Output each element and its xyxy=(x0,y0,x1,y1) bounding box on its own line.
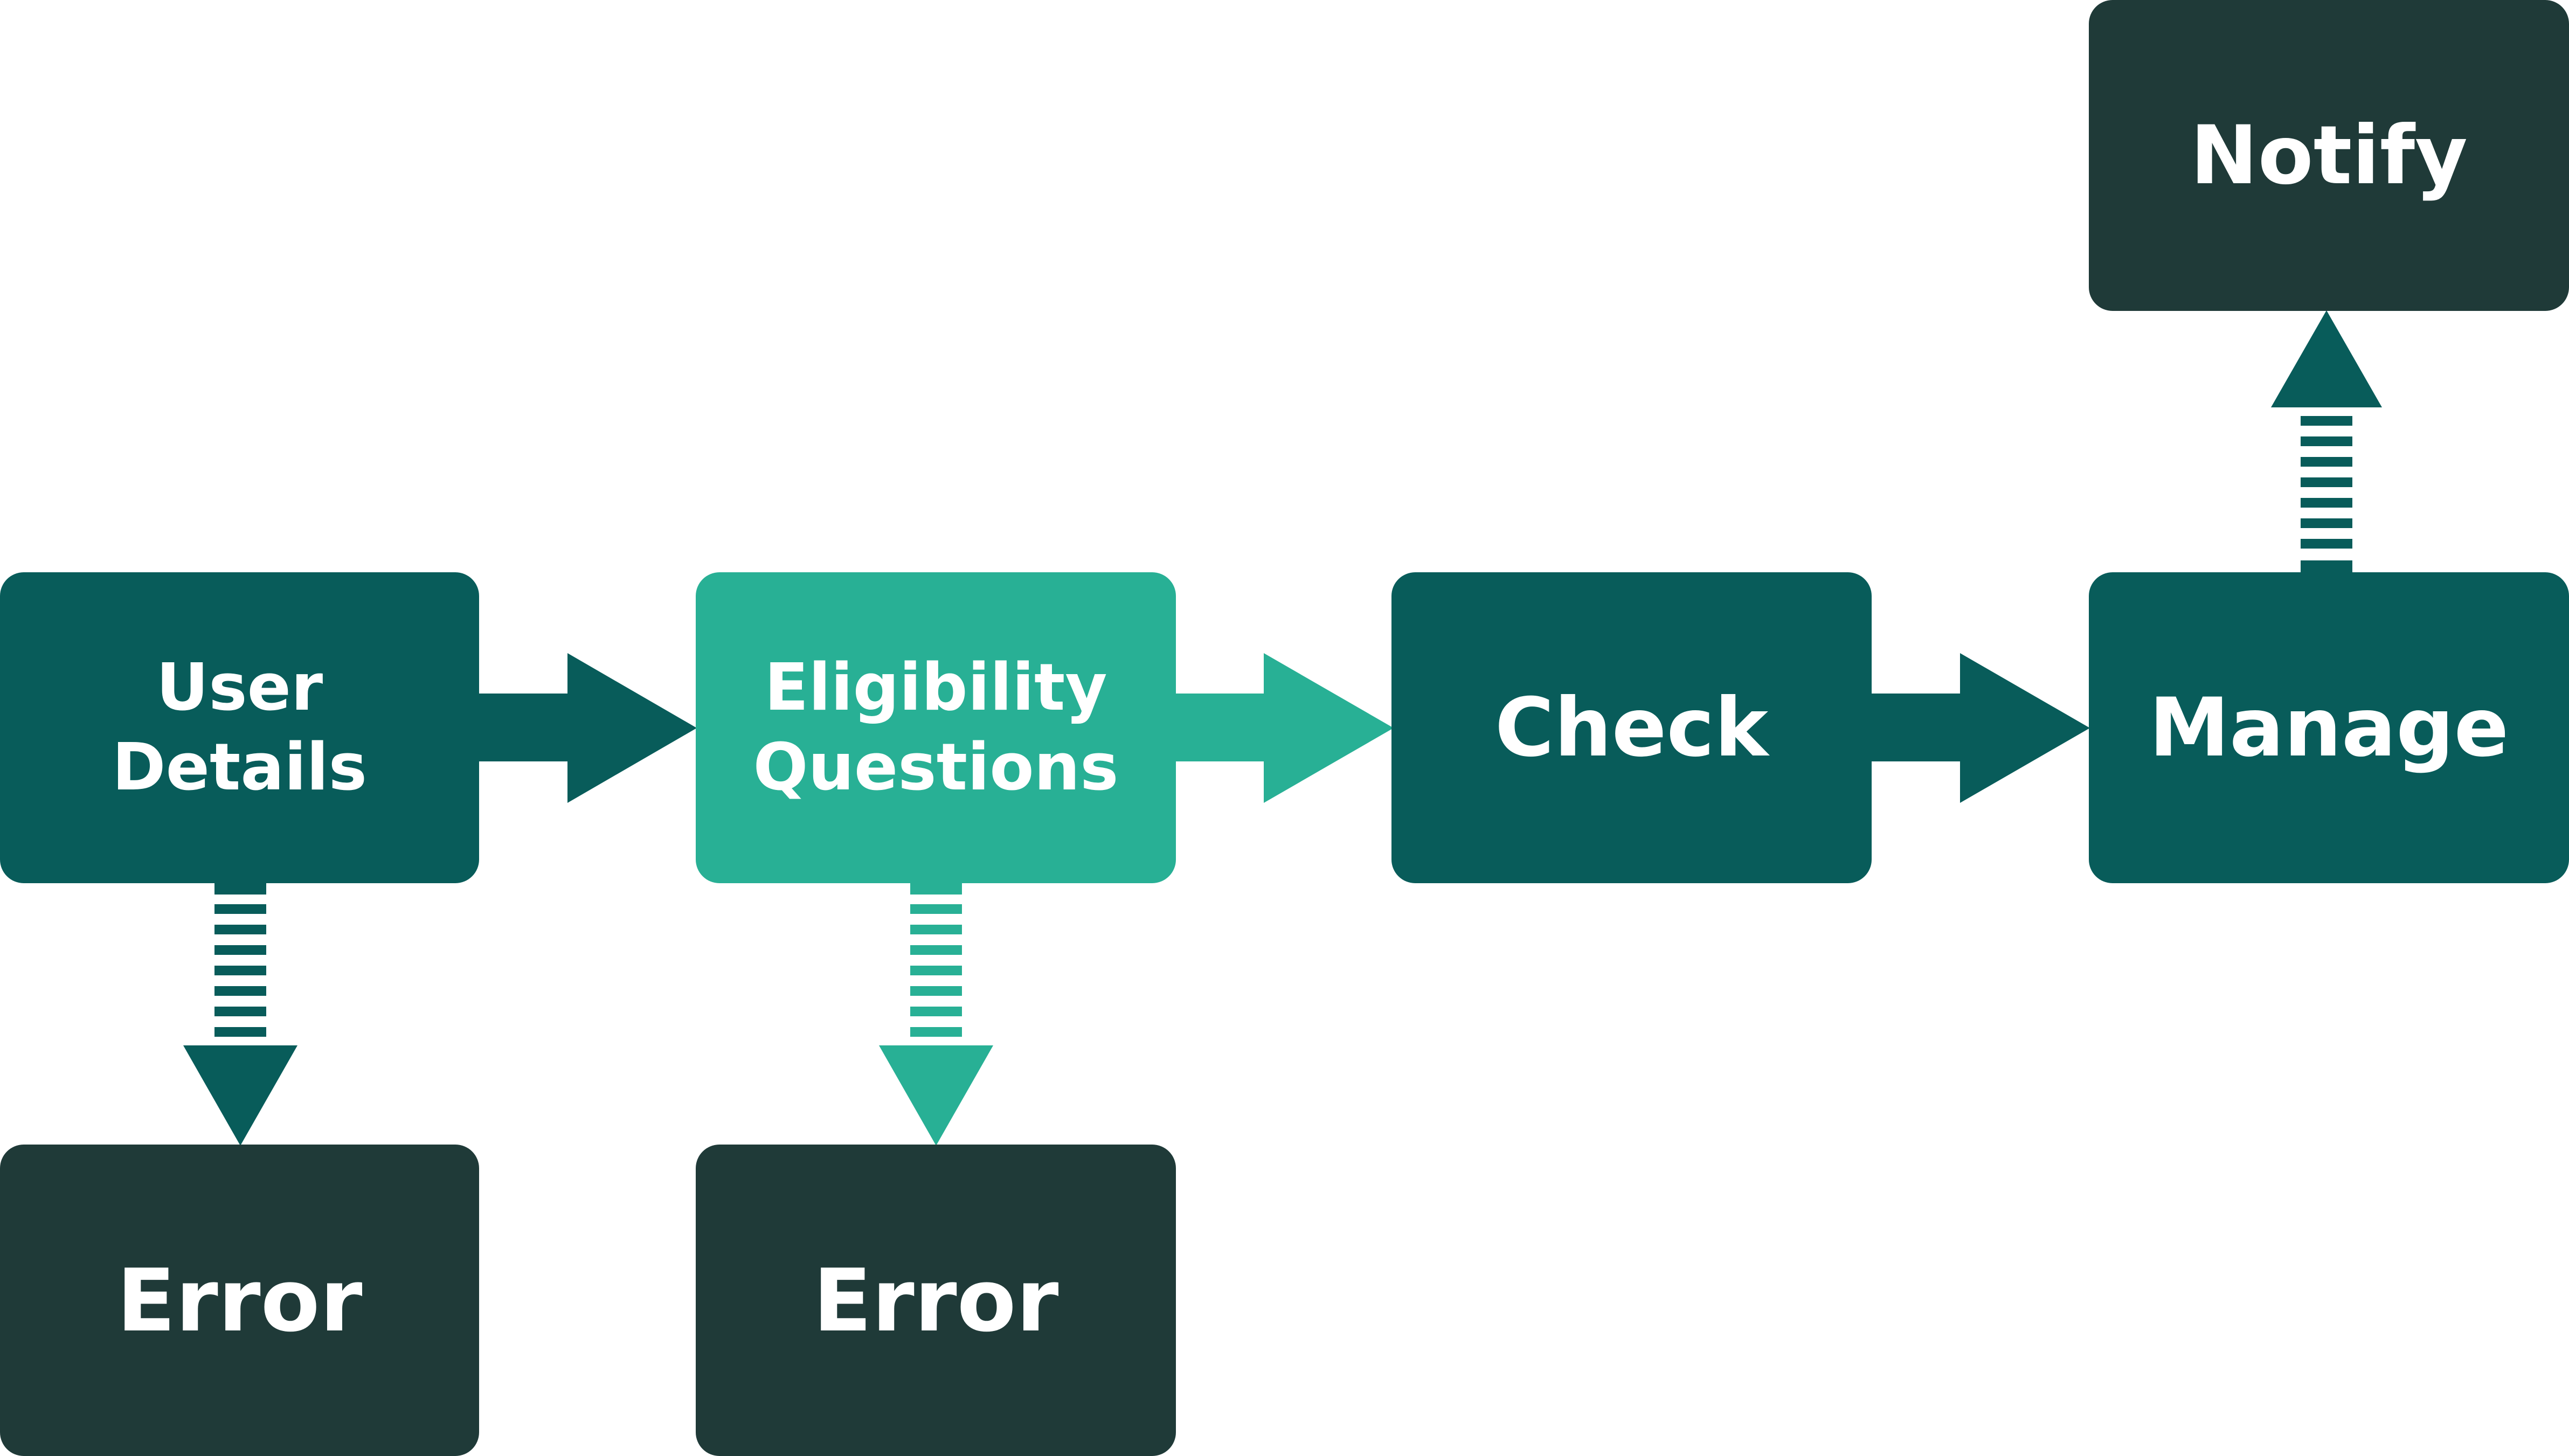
node-error-user: Error xyxy=(0,1145,479,1456)
node-manage: Manage xyxy=(2089,572,2569,883)
node-user-details: User Details xyxy=(0,572,479,883)
arrow-eligibility-to-check xyxy=(1175,653,1394,803)
node-notify-label: Notify xyxy=(2190,108,2468,203)
node-check-label: Check xyxy=(1494,681,1769,775)
node-check: Check xyxy=(1391,572,1872,883)
arrow-check-to-manage xyxy=(1871,653,2090,803)
node-error-user-label: Error xyxy=(116,1250,363,1351)
arrow-user-to-eligibility xyxy=(479,653,697,803)
arrow-eligibility-to-error xyxy=(879,883,993,1146)
node-manage-label: Manage xyxy=(2149,681,2509,775)
node-error-eligibility-label: Error xyxy=(813,1250,1059,1351)
arrow-manage-to-notify xyxy=(2271,310,2382,573)
node-eligibility-questions: Eligibility Questions xyxy=(696,572,1176,883)
arrow-user-to-error xyxy=(183,883,297,1146)
node-notify: Notify xyxy=(2089,0,2569,311)
node-error-eligibility: Error xyxy=(696,1145,1176,1456)
node-eligibility-questions-label: Eligibility Questions xyxy=(753,650,1119,805)
node-user-details-label: User Details xyxy=(112,650,368,805)
